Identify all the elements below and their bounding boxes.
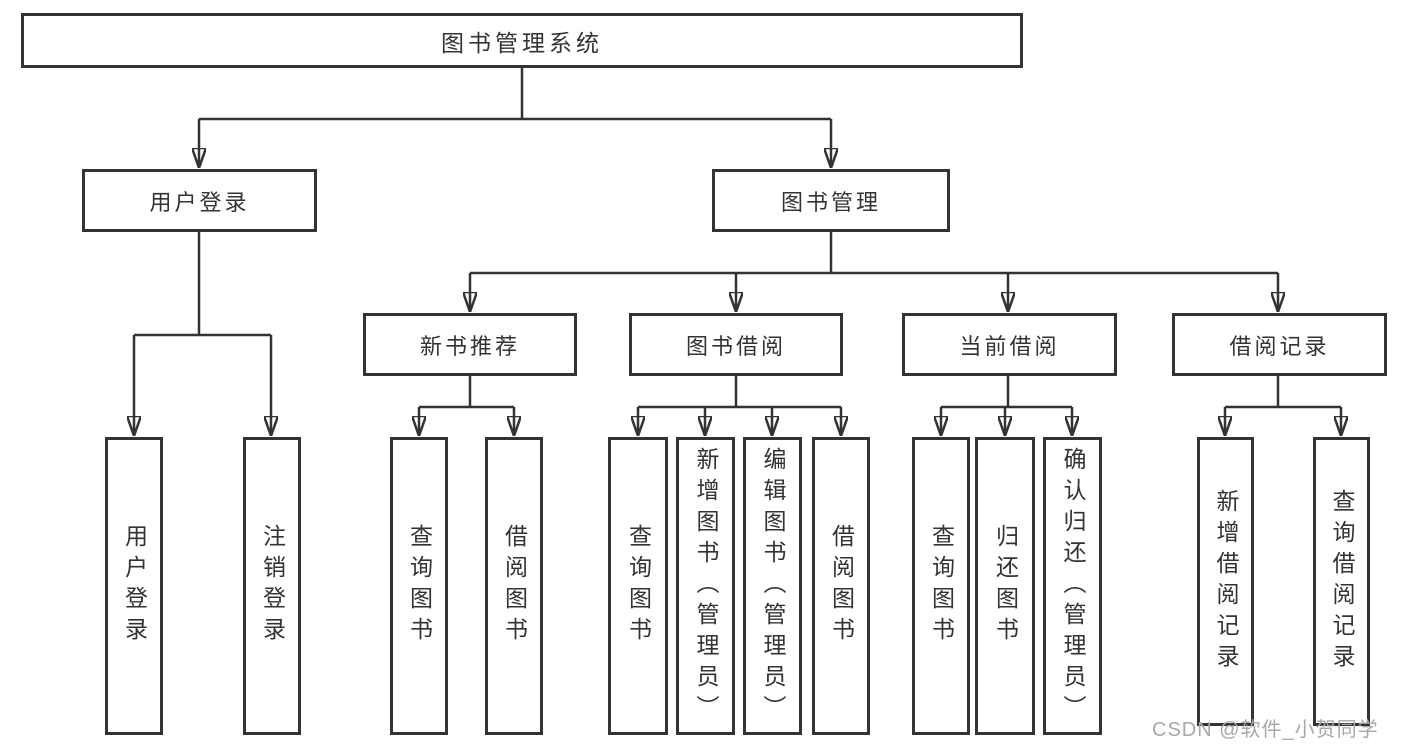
node-label: 查询图书 <box>406 524 433 648</box>
node-label: 当前借阅 <box>959 333 1060 359</box>
node-label: 用户登录 <box>121 524 148 648</box>
node-new-book-recommend: 新书推荐 <box>363 313 577 376</box>
node-label: 借阅记录 <box>1229 333 1330 359</box>
node-label: 查询图书 <box>625 524 652 648</box>
node-label: 查询图书 <box>928 524 955 648</box>
node-leaf-query-borrow-record: 查询借阅记录 <box>1313 437 1370 726</box>
node-leaf-logout: 注销登录 <box>243 437 301 735</box>
node-label: 编辑图书（管理员） <box>760 446 786 726</box>
node-leaf-borrow-books-1: 借阅图书 <box>485 437 543 735</box>
connector-book-borrowing-children <box>638 376 841 435</box>
node-library-system: 图书管理系统 <box>21 13 1023 68</box>
watermark: CSDN @软件_小贺同学 <box>1152 719 1379 741</box>
node-leaf-borrow-books-2: 借阅图书 <box>812 437 870 735</box>
node-label: 图书借阅 <box>685 333 786 359</box>
node-label: 用户登录 <box>149 189 250 215</box>
node-label: 归还图书 <box>992 524 1019 648</box>
connector-book-management-children <box>470 232 1278 311</box>
node-label: 查询借阅记录 <box>1329 488 1355 675</box>
node-book-borrowing: 图书借阅 <box>629 313 843 376</box>
node-leaf-user-login: 用户登录 <box>105 437 163 735</box>
node-label: 注销登录 <box>259 524 286 648</box>
connector-new-book-recommend-children <box>419 376 514 435</box>
node-leaf-return-book: 归还图书 <box>975 437 1035 735</box>
connector-root-to-level2 <box>199 68 831 167</box>
node-label: 新增借阅记录 <box>1213 488 1239 675</box>
node-current-borrowing: 当前借阅 <box>902 313 1117 376</box>
connector-user-login-children <box>134 232 271 435</box>
node-label: 确认归还（管理员） <box>1060 446 1086 726</box>
node-book-management: 图书管理 <box>712 169 950 232</box>
node-leaf-confirm-return-admin: 确认归还（管理员） <box>1043 437 1102 735</box>
node-label: 借阅图书 <box>828 524 855 648</box>
node-label: 图书管理 <box>780 189 881 215</box>
node-user-login: 用户登录 <box>82 169 317 232</box>
node-leaf-add-book-admin: 新增图书（管理员） <box>676 437 735 735</box>
connector-borrow-records-children <box>1225 376 1341 435</box>
node-leaf-query-books-1: 查询图书 <box>390 437 448 735</box>
node-leaf-add-borrow-record: 新增借阅记录 <box>1197 437 1254 726</box>
node-leaf-query-books-2: 查询图书 <box>608 437 668 735</box>
node-leaf-edit-book-admin: 编辑图书（管理员） <box>743 437 802 735</box>
connector-current-borrowing-children <box>941 376 1072 435</box>
node-label: 新书推荐 <box>419 333 520 359</box>
node-borrow-records: 借阅记录 <box>1172 313 1387 376</box>
node-leaf-query-books-3: 查询图书 <box>912 437 970 735</box>
node-label: 图书管理系统 <box>441 29 603 56</box>
node-label: 新增图书（管理员） <box>693 446 719 726</box>
node-label: 借阅图书 <box>501 524 528 648</box>
